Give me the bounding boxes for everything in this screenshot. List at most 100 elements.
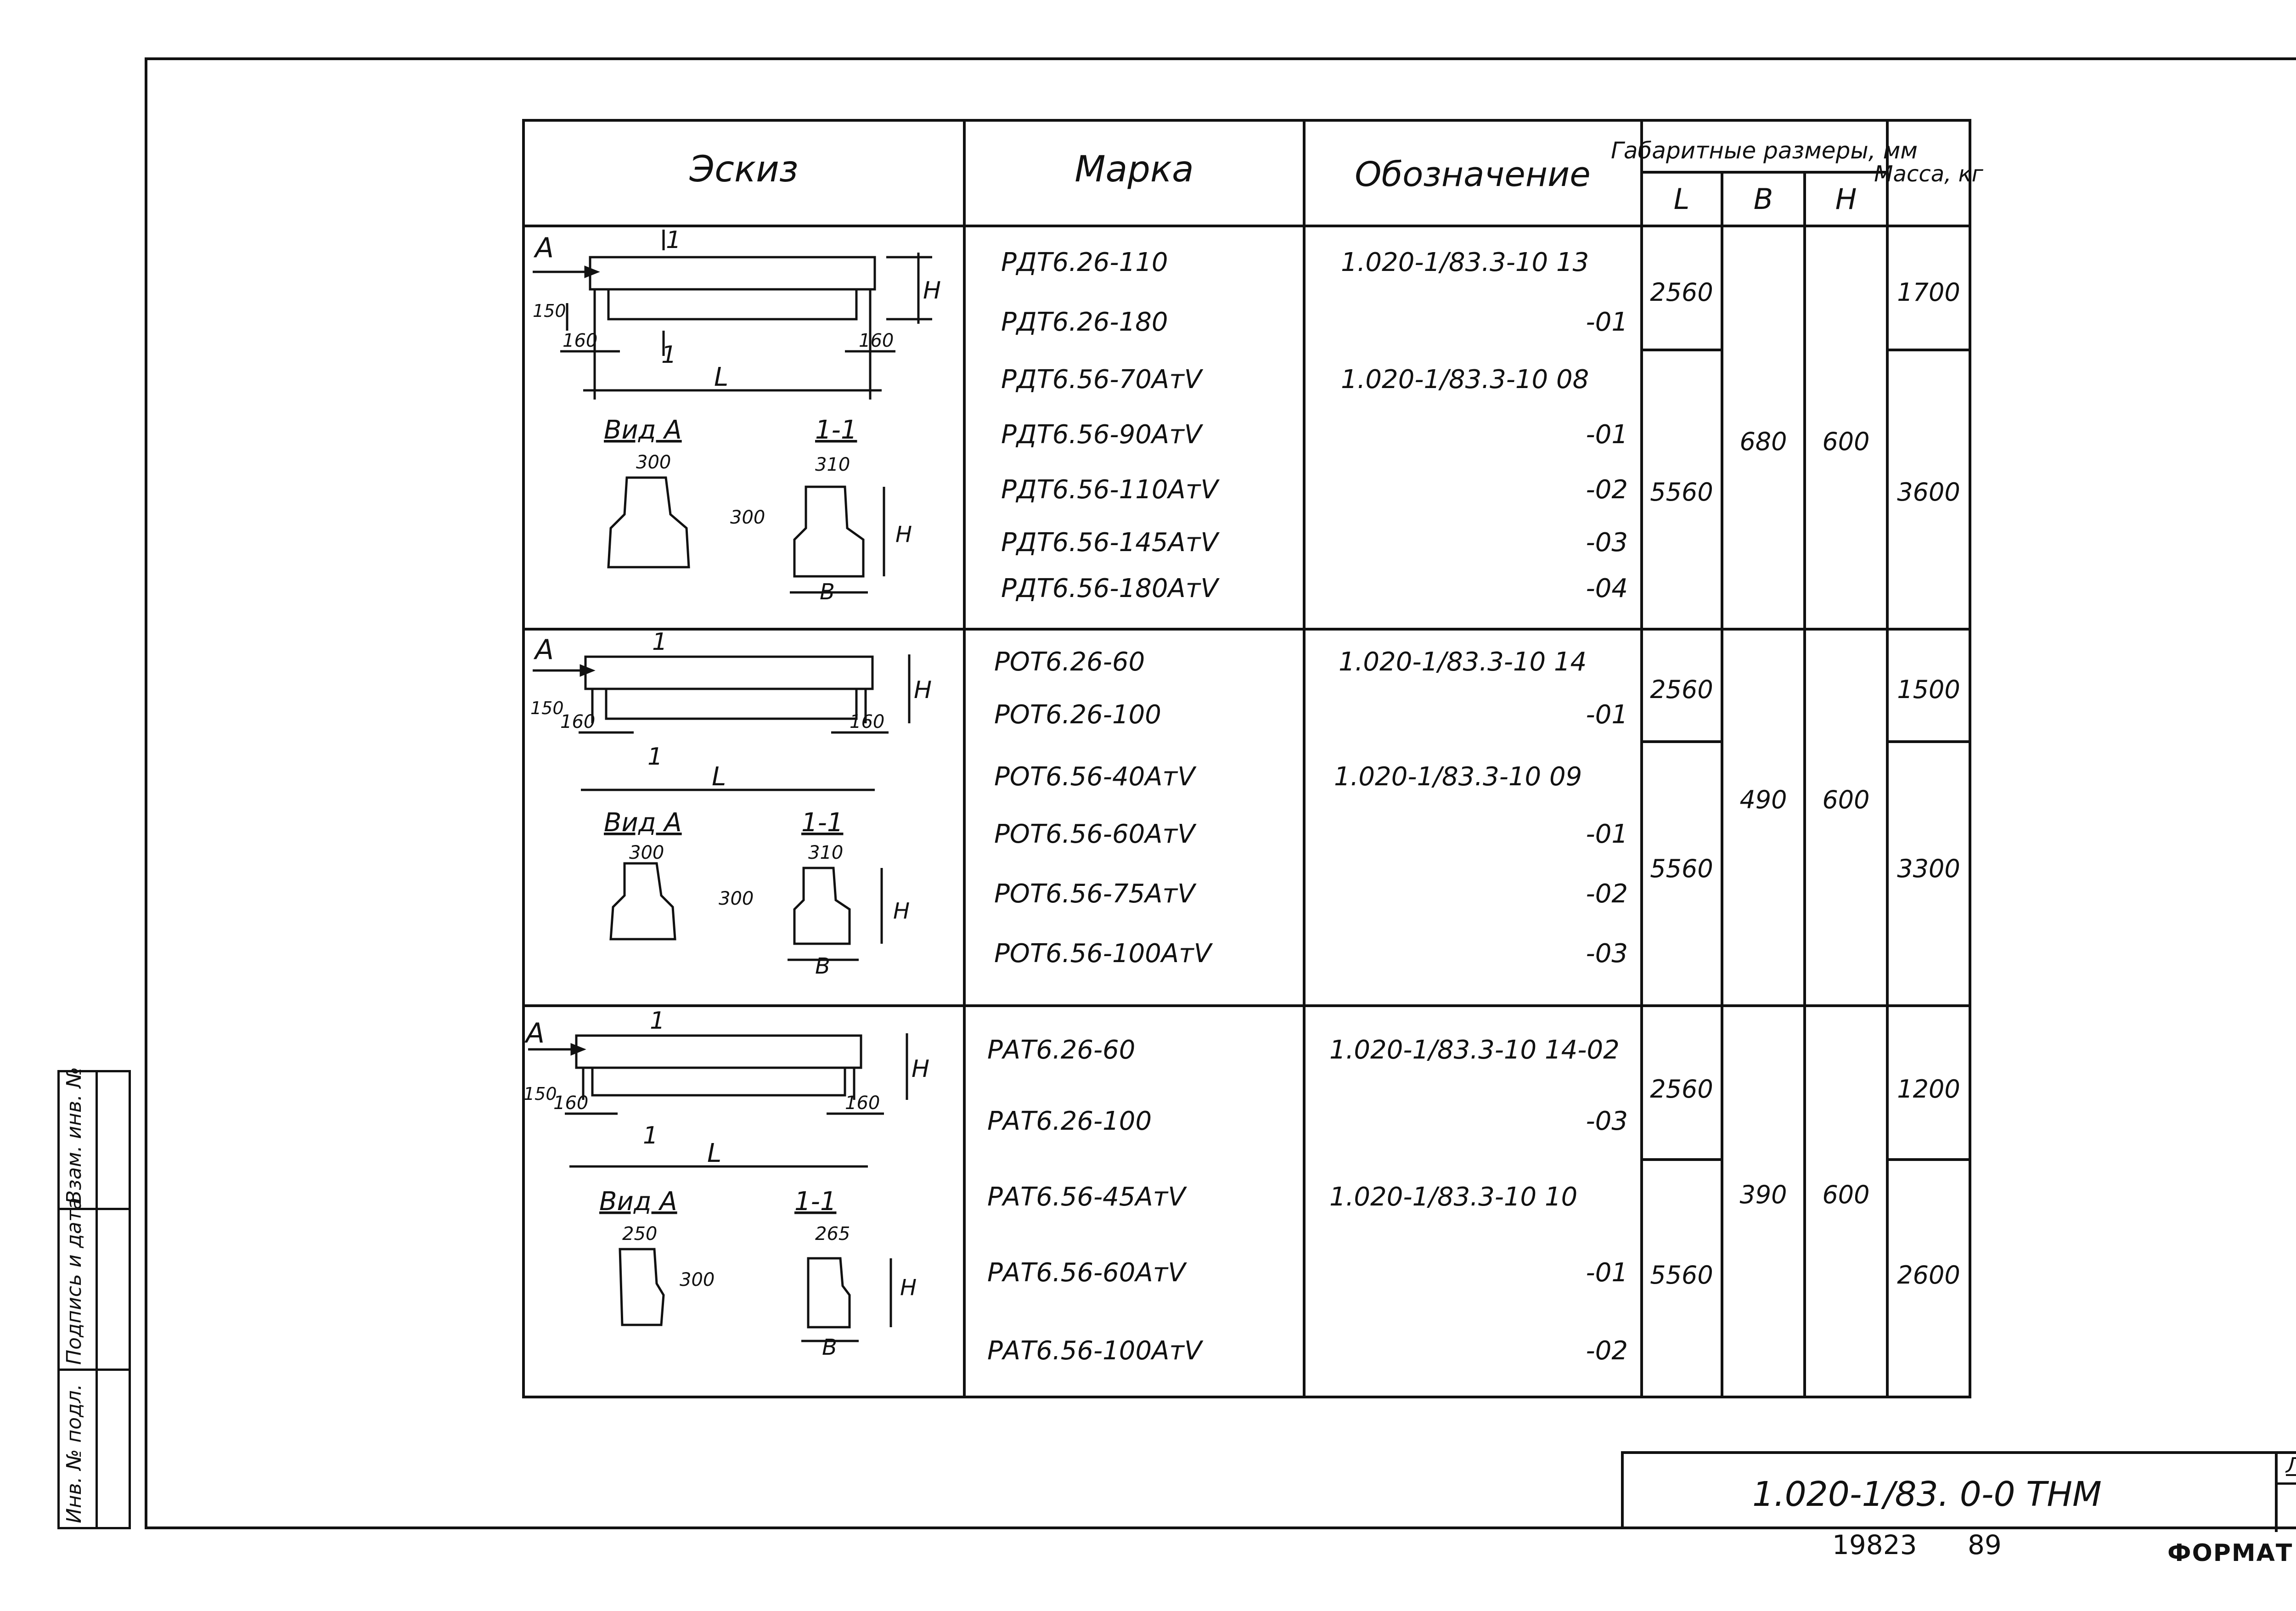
dim-B-label: B xyxy=(815,953,830,979)
dim-H: 600 xyxy=(1822,1180,1869,1209)
designation: 1.020-1/83.3-10 14 xyxy=(1339,647,1587,677)
header-mass: Масса, кг xyxy=(1874,161,1984,187)
designation: -04 xyxy=(1586,574,1628,603)
sketch-3-elevation xyxy=(528,1033,908,1168)
footer-number-2: 89 xyxy=(1968,1529,2002,1560)
cut-label: 1 xyxy=(661,341,676,369)
designation: -01 xyxy=(1586,819,1628,849)
sketch-3-labels: А 1 1 H L 160 160 150 Вид А 1-1 250 265 … xyxy=(523,1007,929,1360)
sketch-1-labels: А 1 1 H L 160 160 150 Вид А 1-1 300 310 … xyxy=(533,226,941,605)
dim-B: 390 xyxy=(1739,1180,1787,1209)
dim-H-label-section: H xyxy=(900,1275,917,1301)
sheet-label: Лист xyxy=(2286,1453,2296,1478)
dim-L-label: L xyxy=(714,362,728,392)
mark: РДТ6.26-110 xyxy=(1001,248,1168,277)
dim-250: 250 xyxy=(622,1223,657,1245)
designation: -02 xyxy=(1586,1336,1628,1366)
view-a-label: Вид А xyxy=(599,1187,677,1217)
side-cell-replacement: Взам. инв. № xyxy=(60,1067,129,1210)
document-code: 1.020-1/83. 0-0 ТНМ xyxy=(1752,1475,2102,1514)
beam-web xyxy=(607,288,858,321)
view-arrow-head xyxy=(580,664,596,677)
view-arrow-head xyxy=(584,265,600,278)
mark: РДТ6.56-70АтV xyxy=(1001,365,1204,394)
dim-B: 490 xyxy=(1739,785,1787,814)
dim-H-label-section: H xyxy=(893,898,910,924)
label-A: А xyxy=(533,232,554,264)
cut-label: 1 xyxy=(666,226,681,254)
header-designation: Обозначение xyxy=(1355,155,1590,194)
view-a-shape xyxy=(619,1248,665,1326)
side-stamp-divider xyxy=(96,1072,98,1527)
section-label: 1-1 xyxy=(815,415,857,445)
dim-150: 150 xyxy=(530,698,564,718)
header-L: L xyxy=(1674,182,1690,216)
mark: РДТ6.56-145АтV xyxy=(1001,528,1220,558)
dim-310: 310 xyxy=(815,454,850,475)
sketch-2-sections xyxy=(609,862,883,961)
dim-300-side: 300 xyxy=(680,1269,715,1290)
designation: -03 xyxy=(1586,1106,1628,1136)
designation: 1.020-1/83.3-10 08 xyxy=(1341,365,1589,394)
designation: 1.020-1/83.3-10 10 xyxy=(1329,1182,1577,1212)
section-1-1-shape xyxy=(793,867,851,945)
mark: РОТ6.56-40АтV xyxy=(994,762,1197,792)
sheet-divider xyxy=(2278,1482,2296,1485)
group-3: РАТ6.26-60 РАТ6.26-100 РАТ6.56-45АтV РАТ… xyxy=(987,1035,1960,1366)
designation: -01 xyxy=(1586,420,1628,450)
section-label: 1-1 xyxy=(794,1187,836,1217)
mark: РДТ6.56-180АтV xyxy=(1001,574,1220,603)
designation: -03 xyxy=(1586,528,1628,558)
beam-web xyxy=(605,687,858,720)
header-H: H xyxy=(1835,182,1857,216)
dim-160: 160 xyxy=(563,330,597,351)
mark: РАТ6.56-100АтV xyxy=(987,1336,1204,1366)
label-A: А xyxy=(533,634,554,666)
mark: РОТ6.56-60АтV xyxy=(994,819,1197,849)
dim-H-label: H xyxy=(914,676,932,704)
mark: РОТ6.56-100АтV xyxy=(994,939,1213,969)
designation: -03 xyxy=(1586,939,1628,969)
mass: 1700 xyxy=(1897,278,1960,307)
table-outline xyxy=(522,119,1971,1398)
dim-H: 600 xyxy=(1822,427,1869,456)
dim-310: 310 xyxy=(808,842,843,863)
mass: 3600 xyxy=(1897,478,1960,507)
table-grid xyxy=(522,119,1971,1398)
view-a-shape xyxy=(609,862,676,941)
designation: -02 xyxy=(1586,475,1628,505)
dim-160: 160 xyxy=(553,1093,588,1114)
view-a-label: Вид А xyxy=(604,415,682,445)
footer-number-1: 19823 xyxy=(1832,1529,1917,1560)
dim-L: 5560 xyxy=(1650,854,1713,883)
side-stamp: Взам. инв. № Подпись и дата Инв. № подл. xyxy=(57,1067,131,1529)
title-block: 1.020-1/83. 0-0 ТНМ Лист 6 xyxy=(1621,1451,2296,1532)
group-2: РОТ6.26-60 РОТ6.26-100 РОТ6.56-40АтV РОТ… xyxy=(994,647,1960,969)
side-cell-signature: Подпись и дата xyxy=(60,1198,129,1371)
cut-label: 1 xyxy=(643,1122,658,1149)
designation: 1.020-1/83.3-10 13 xyxy=(1341,248,1589,277)
beam-top xyxy=(575,1034,862,1069)
mark: РАТ6.56-60АтV xyxy=(987,1258,1187,1288)
sketch-1-sections xyxy=(607,476,885,594)
sheet-box: Лист 6 xyxy=(2275,1451,2296,1532)
dim-150: 150 xyxy=(533,301,566,321)
beam-web xyxy=(591,1066,846,1097)
dim-L: 5560 xyxy=(1650,478,1713,507)
designation: 1.020-1/83.3-10 14-02 xyxy=(1329,1035,1620,1065)
mark: РДТ6.56-110АтV xyxy=(1001,475,1220,505)
format-label: ФОРМАТ А3 xyxy=(2167,1539,2296,1567)
sketch-3-sections xyxy=(619,1248,892,1342)
designation: 1.020-1/83.3-10 09 xyxy=(1334,762,1582,792)
dim-300: 300 xyxy=(629,842,664,863)
mark: РАТ6.26-60 xyxy=(987,1035,1135,1065)
dim-L-label: L xyxy=(707,1138,721,1168)
group-1: РДТ6.26-110 РДТ6.26-180 РДТ6.56-70АтV РД… xyxy=(1001,248,1960,603)
header-B: B xyxy=(1754,182,1773,216)
beam-top xyxy=(584,655,874,690)
sketch-2-elevation xyxy=(533,654,911,791)
section-label: 1-1 xyxy=(801,808,843,838)
dim-150: 150 xyxy=(523,1084,557,1104)
mass: 2600 xyxy=(1897,1261,1960,1290)
